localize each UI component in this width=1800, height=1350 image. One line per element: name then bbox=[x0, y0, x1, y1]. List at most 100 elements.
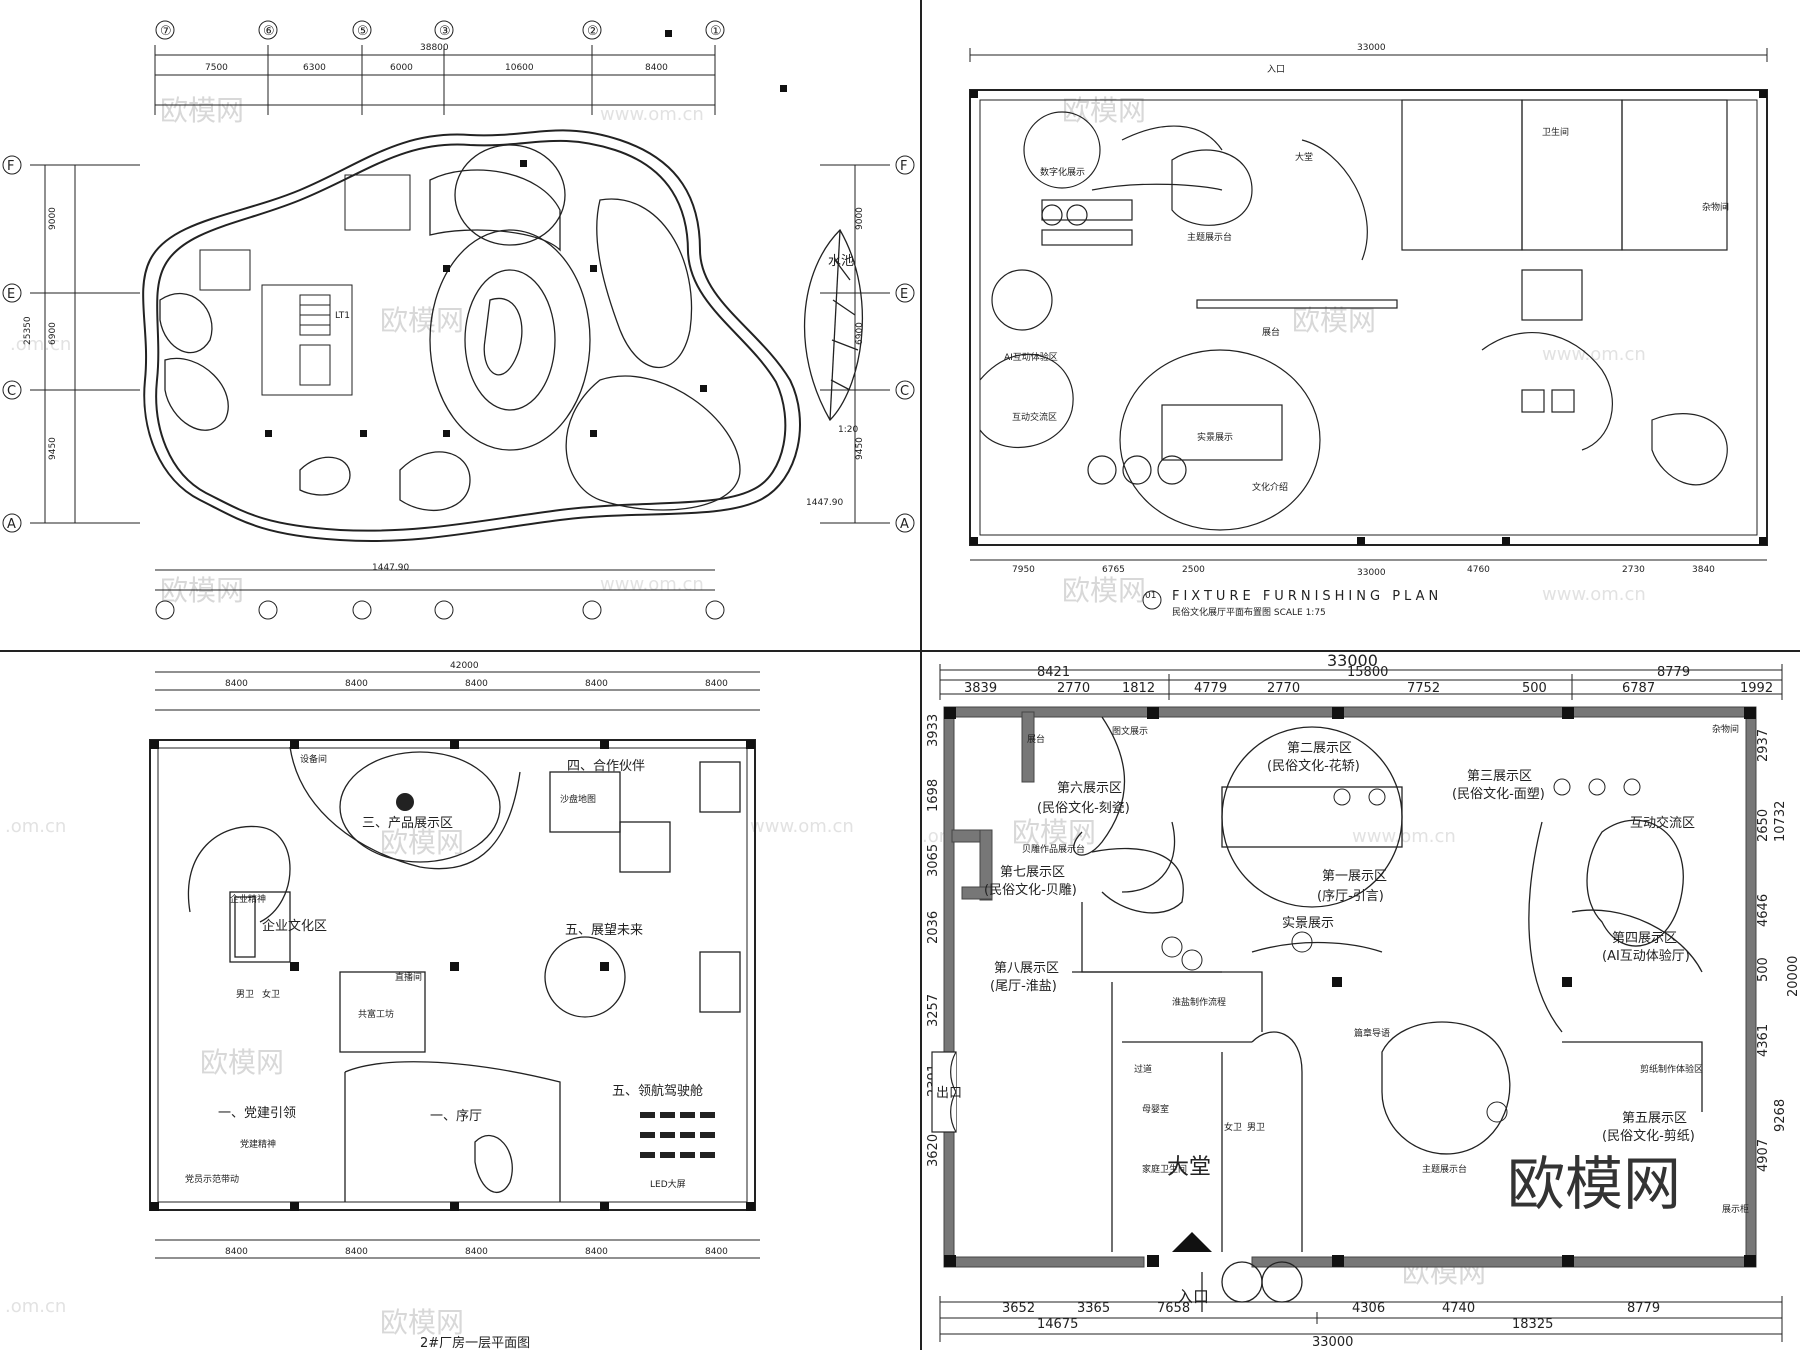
dim: 4907 bbox=[1756, 1139, 1771, 1172]
dim: 2500 bbox=[1182, 565, 1205, 575]
zone-title: 第七展示区 bbox=[1000, 865, 1065, 880]
plan-tl-drawing: 欧模网 www.om.cn 欧模网 .om.cn 欧模网 www.om.cn ⑦… bbox=[2, 20, 915, 620]
dim: 4740 bbox=[1442, 1301, 1475, 1316]
dim: 3652 bbox=[1002, 1301, 1035, 1316]
grid-label: F bbox=[900, 159, 907, 174]
dim: 1812 bbox=[1122, 681, 1155, 696]
dim-total: 38800 bbox=[420, 43, 449, 53]
divider-vertical-bottom bbox=[920, 650, 922, 1350]
plan-tr-drawing: 欧模网 欧模网 欧模网 www.om.cn www.om.cn 33000 33… bbox=[969, 43, 1768, 618]
grid-label: ③ bbox=[439, 24, 451, 39]
plan-label: 互动交流区 bbox=[1012, 411, 1057, 423]
watermark: 欧模网 bbox=[1292, 304, 1376, 337]
grid-label: ① bbox=[710, 24, 722, 39]
dim-total: 33000 bbox=[1357, 43, 1386, 53]
watermark: 欧模网 bbox=[160, 94, 244, 127]
wc-m-label: 男卫 bbox=[1247, 1122, 1265, 1133]
dim: 500 bbox=[1756, 957, 1771, 982]
dim: 4306 bbox=[1352, 1301, 1385, 1316]
watermark: 欧模网 bbox=[380, 1306, 464, 1339]
dim: 9268 bbox=[1773, 1099, 1788, 1132]
zone-label: 企业文化区 bbox=[262, 918, 327, 934]
zone-label: 四、合作伙伴 bbox=[567, 759, 645, 774]
grid-label: F bbox=[7, 159, 14, 174]
plan-label: 党员示范带动 bbox=[185, 1173, 239, 1185]
mother-label: 母婴室 bbox=[1142, 1103, 1169, 1115]
zone-label: 一、党建引领 bbox=[218, 1106, 296, 1121]
dim: 2036 bbox=[926, 911, 941, 944]
grid-label: C bbox=[7, 384, 16, 399]
plan-label: AI互动体验区 bbox=[1004, 351, 1058, 363]
grid-label: ⑦ bbox=[160, 24, 172, 39]
grid-label: A bbox=[7, 517, 16, 532]
dim: 8400 bbox=[465, 1247, 488, 1257]
zone-title: 第一展示区 bbox=[1322, 869, 1387, 884]
dim: 8421 bbox=[1037, 665, 1070, 680]
zone-label: 三、产品展示区 bbox=[362, 816, 453, 831]
booth-label: 展台 bbox=[1027, 733, 1045, 745]
watermark-url: .om.cn bbox=[10, 334, 71, 355]
theme-label: 主题展示台 bbox=[1422, 1163, 1467, 1175]
watermark-url: www.om.cn bbox=[1542, 344, 1646, 365]
entry-label: 入口 bbox=[1267, 64, 1285, 75]
zone-title: 第二展示区 bbox=[1287, 741, 1352, 756]
dim: 14675 bbox=[1037, 1317, 1078, 1332]
dim: 8400 bbox=[705, 679, 728, 689]
paper-label: 剪纸制作体验区 bbox=[1640, 1063, 1703, 1075]
dim: 3840 bbox=[1692, 565, 1715, 575]
plan-label: 大堂 bbox=[1295, 151, 1313, 163]
dim: 8779 bbox=[1627, 1301, 1660, 1316]
pond-label: 水池 bbox=[828, 254, 854, 269]
dim: 1698 bbox=[926, 779, 941, 812]
elev: 1447.90 bbox=[372, 563, 409, 573]
floor-plan-top-right: 欧模网 欧模网 欧模网 www.om.cn www.om.cn 33000 33… bbox=[922, 0, 1800, 650]
dim: 8779 bbox=[1657, 665, 1690, 680]
dim: 6000 bbox=[390, 63, 413, 73]
watermark-url: www.om.cn bbox=[600, 104, 704, 125]
wc-family-label: 家庭卫生间 bbox=[1142, 1163, 1187, 1175]
plan-number-badge bbox=[1142, 590, 1162, 610]
watermark: 欧模网 bbox=[380, 304, 464, 337]
dim-total: 33000 bbox=[1357, 568, 1386, 578]
plan-label: 主题展示台 bbox=[1187, 231, 1232, 243]
dim: 2937 bbox=[1756, 729, 1771, 762]
plan-br-drawing: 欧模网 .om.cn www.om.cn 欧模网 33000 8421 1580… bbox=[922, 652, 1800, 1350]
dim: 9000 bbox=[48, 207, 58, 230]
dim: 8400 bbox=[465, 679, 488, 689]
dim: 4361 bbox=[1756, 1024, 1771, 1057]
interact-label: 互动交流区 bbox=[1630, 815, 1695, 831]
dim: 4779 bbox=[1194, 681, 1227, 696]
dim: 18325 bbox=[1512, 1317, 1553, 1332]
plan-label: 实景展示 bbox=[1197, 431, 1233, 443]
dim: 3933 bbox=[926, 714, 941, 747]
floor-plan-bottom-right: 欧模网 .om.cn www.om.cn 欧模网 33000 8421 1580… bbox=[922, 652, 1800, 1350]
zone-sub: (民俗文化-刻瓷) bbox=[1037, 801, 1130, 816]
dim-total: 33000 bbox=[1327, 652, 1378, 670]
dim: 3620 bbox=[926, 1134, 941, 1167]
plan-label: 文化介绍 bbox=[1252, 481, 1288, 493]
dim: 8400 bbox=[225, 1247, 248, 1257]
zone-sub: (民俗文化-剪纸) bbox=[1602, 1128, 1695, 1144]
dim: 6300 bbox=[303, 63, 326, 73]
plan-label: 共富工坊 bbox=[358, 1008, 394, 1020]
dim: 4646 bbox=[1756, 894, 1771, 927]
dim: 7658 bbox=[1157, 1301, 1190, 1316]
entry-arrow-icon bbox=[1172, 1232, 1212, 1252]
plan-label: 杂物间 bbox=[1702, 201, 1729, 213]
grid-label: ⑥ bbox=[263, 24, 275, 39]
dim: 1992 bbox=[1740, 681, 1773, 696]
dim: 7500 bbox=[205, 63, 228, 73]
misc-label: 杂物间 bbox=[1712, 723, 1739, 735]
watermark-url: www.om.cn bbox=[1352, 826, 1456, 847]
plan-label: 沙盘地图 bbox=[560, 793, 596, 805]
plan-label: 企业精神 bbox=[230, 893, 266, 905]
dim: 10600 bbox=[505, 63, 534, 73]
pic-label: 图文展示 bbox=[1112, 725, 1148, 737]
dim: 6900 bbox=[48, 322, 58, 345]
zone-sub: (尾厅-淮盐) bbox=[990, 979, 1057, 994]
zone-label: 五、领航驾驶舱 bbox=[612, 1083, 703, 1099]
plan-label: 女卫 bbox=[262, 988, 280, 1000]
dim: 7950 bbox=[1012, 565, 1035, 575]
dim: 8400 bbox=[585, 1247, 608, 1257]
dim: 8400 bbox=[585, 679, 608, 689]
